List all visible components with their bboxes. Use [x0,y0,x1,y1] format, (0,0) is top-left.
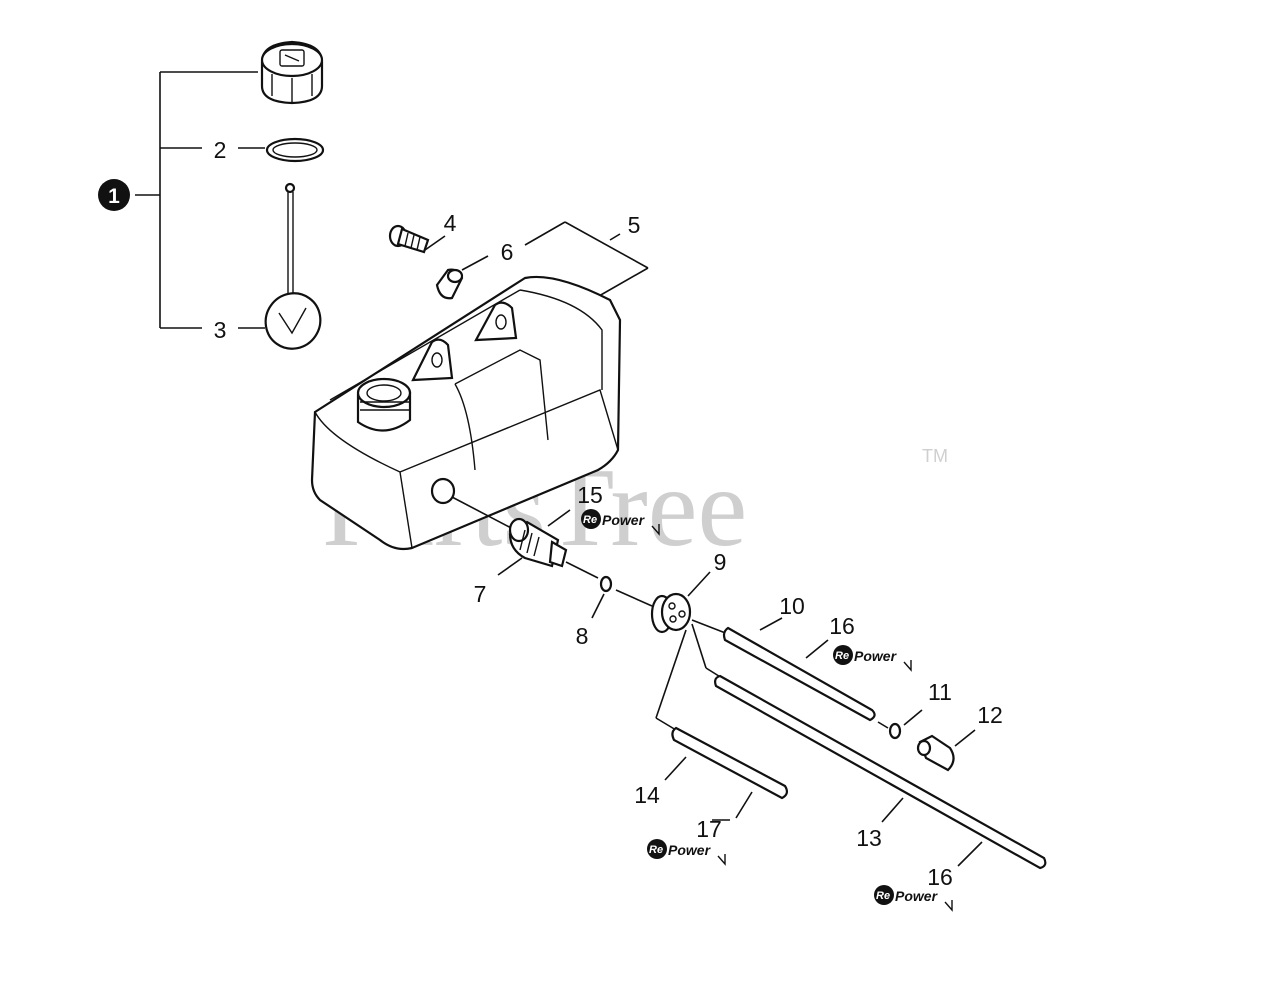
callout-3[interactable]: 3 [214,317,227,343]
callout-16-lower[interactable]: 16 [927,864,953,890]
callout-16-upper[interactable]: 16 [829,613,855,639]
repower-badge-16-upper[interactable]: Re Power [833,645,912,672]
repower-badge-16-lower[interactable]: Re Power [874,885,953,912]
callout-6[interactable]: 6 [501,239,514,265]
strainer-cord-part[interactable] [255,182,331,359]
pipe-part-14[interactable] [671,726,789,800]
callout-14[interactable]: 14 [634,782,660,808]
callout-10[interactable]: 10 [779,593,805,619]
callout-11[interactable]: 11 [928,679,952,705]
callout-5[interactable]: 5 [628,212,641,238]
svg-text:Power: Power [854,648,898,664]
svg-text:Re: Re [835,650,849,662]
callout-1[interactable]: 1 [98,179,130,211]
repower-badge-15[interactable]: Re Power [581,509,660,536]
fuel-filter-part[interactable] [508,517,568,568]
svg-text:Re: Re [876,890,890,902]
callout-4[interactable]: 4 [444,210,457,236]
svg-text:Re: Re [649,844,663,856]
gasket-part[interactable] [265,137,325,163]
o-ring-part-11[interactable] [888,722,902,740]
filter-weight-part[interactable] [916,734,955,772]
watermark-trademark: TM [922,446,948,466]
callout-13[interactable]: 13 [856,825,882,851]
callout-2[interactable]: 2 [214,137,227,163]
o-ring-part-8[interactable] [599,575,613,593]
callout-15[interactable]: 15 [577,482,603,508]
callout-17[interactable]: 17 [696,816,722,842]
svg-text:Re: Re [583,514,597,526]
callout-12[interactable]: 12 [977,702,1003,728]
svg-text:1: 1 [108,185,120,208]
repower-badge-17[interactable]: Re Power [647,839,726,866]
grommet-part[interactable] [650,592,692,634]
svg-text:Power: Power [895,888,939,904]
callout-9[interactable]: 9 [714,549,727,575]
callout-1-bracket [135,71,265,329]
bolt-part[interactable] [388,224,430,254]
callout-8[interactable]: 8 [576,623,589,649]
collar-part[interactable] [435,268,464,300]
fuel-line-part-10[interactable] [722,626,876,722]
svg-text:Power: Power [668,842,712,858]
fuel-cap-part[interactable] [260,40,324,105]
fuel-line-part-13[interactable] [714,674,1047,870]
callout-7[interactable]: 7 [474,581,487,607]
fuel-tank-part[interactable] [310,275,622,551]
svg-text:Power: Power [602,512,646,528]
